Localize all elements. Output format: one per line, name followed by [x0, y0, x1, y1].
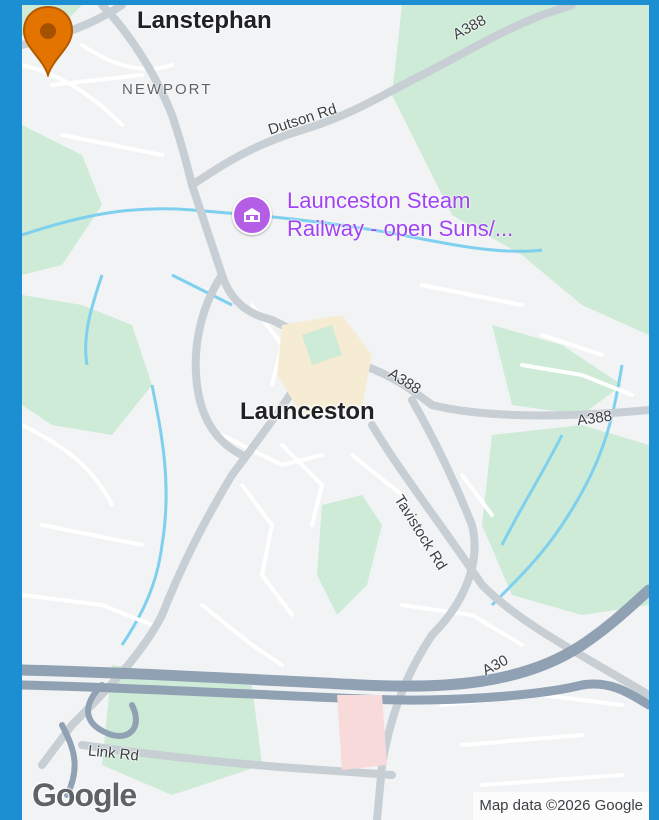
rivers — [22, 207, 624, 646]
museum-icon[interactable] — [232, 195, 272, 235]
map-attribution[interactable]: Map data ©2026 Google — [473, 792, 649, 820]
location-pin-icon[interactable] — [22, 5, 74, 77]
poi-label-line1: Launceston Steam — [287, 188, 471, 213]
google-logo: Google — [32, 777, 137, 813]
map-canvas[interactable] — [22, 5, 649, 820]
place-label-lanstephan[interactable]: Lanstephan — [137, 7, 272, 34]
main-roads — [22, 5, 649, 820]
poi-label-line2: Railway - open Suns/... — [287, 216, 514, 241]
place-label-launceston[interactable]: Launceston — [240, 398, 375, 425]
a30-road — [22, 584, 649, 798]
map-view[interactable]: Lanstephan NEWPORT A388 Dutson Rd A388 A… — [22, 5, 649, 820]
area-label-newport[interactable]: NEWPORT — [122, 81, 213, 98]
poi-label-launceston-steam-railway[interactable]: Launceston Steam Railway - open Suns/... — [287, 187, 513, 243]
town-centre — [277, 315, 387, 770]
